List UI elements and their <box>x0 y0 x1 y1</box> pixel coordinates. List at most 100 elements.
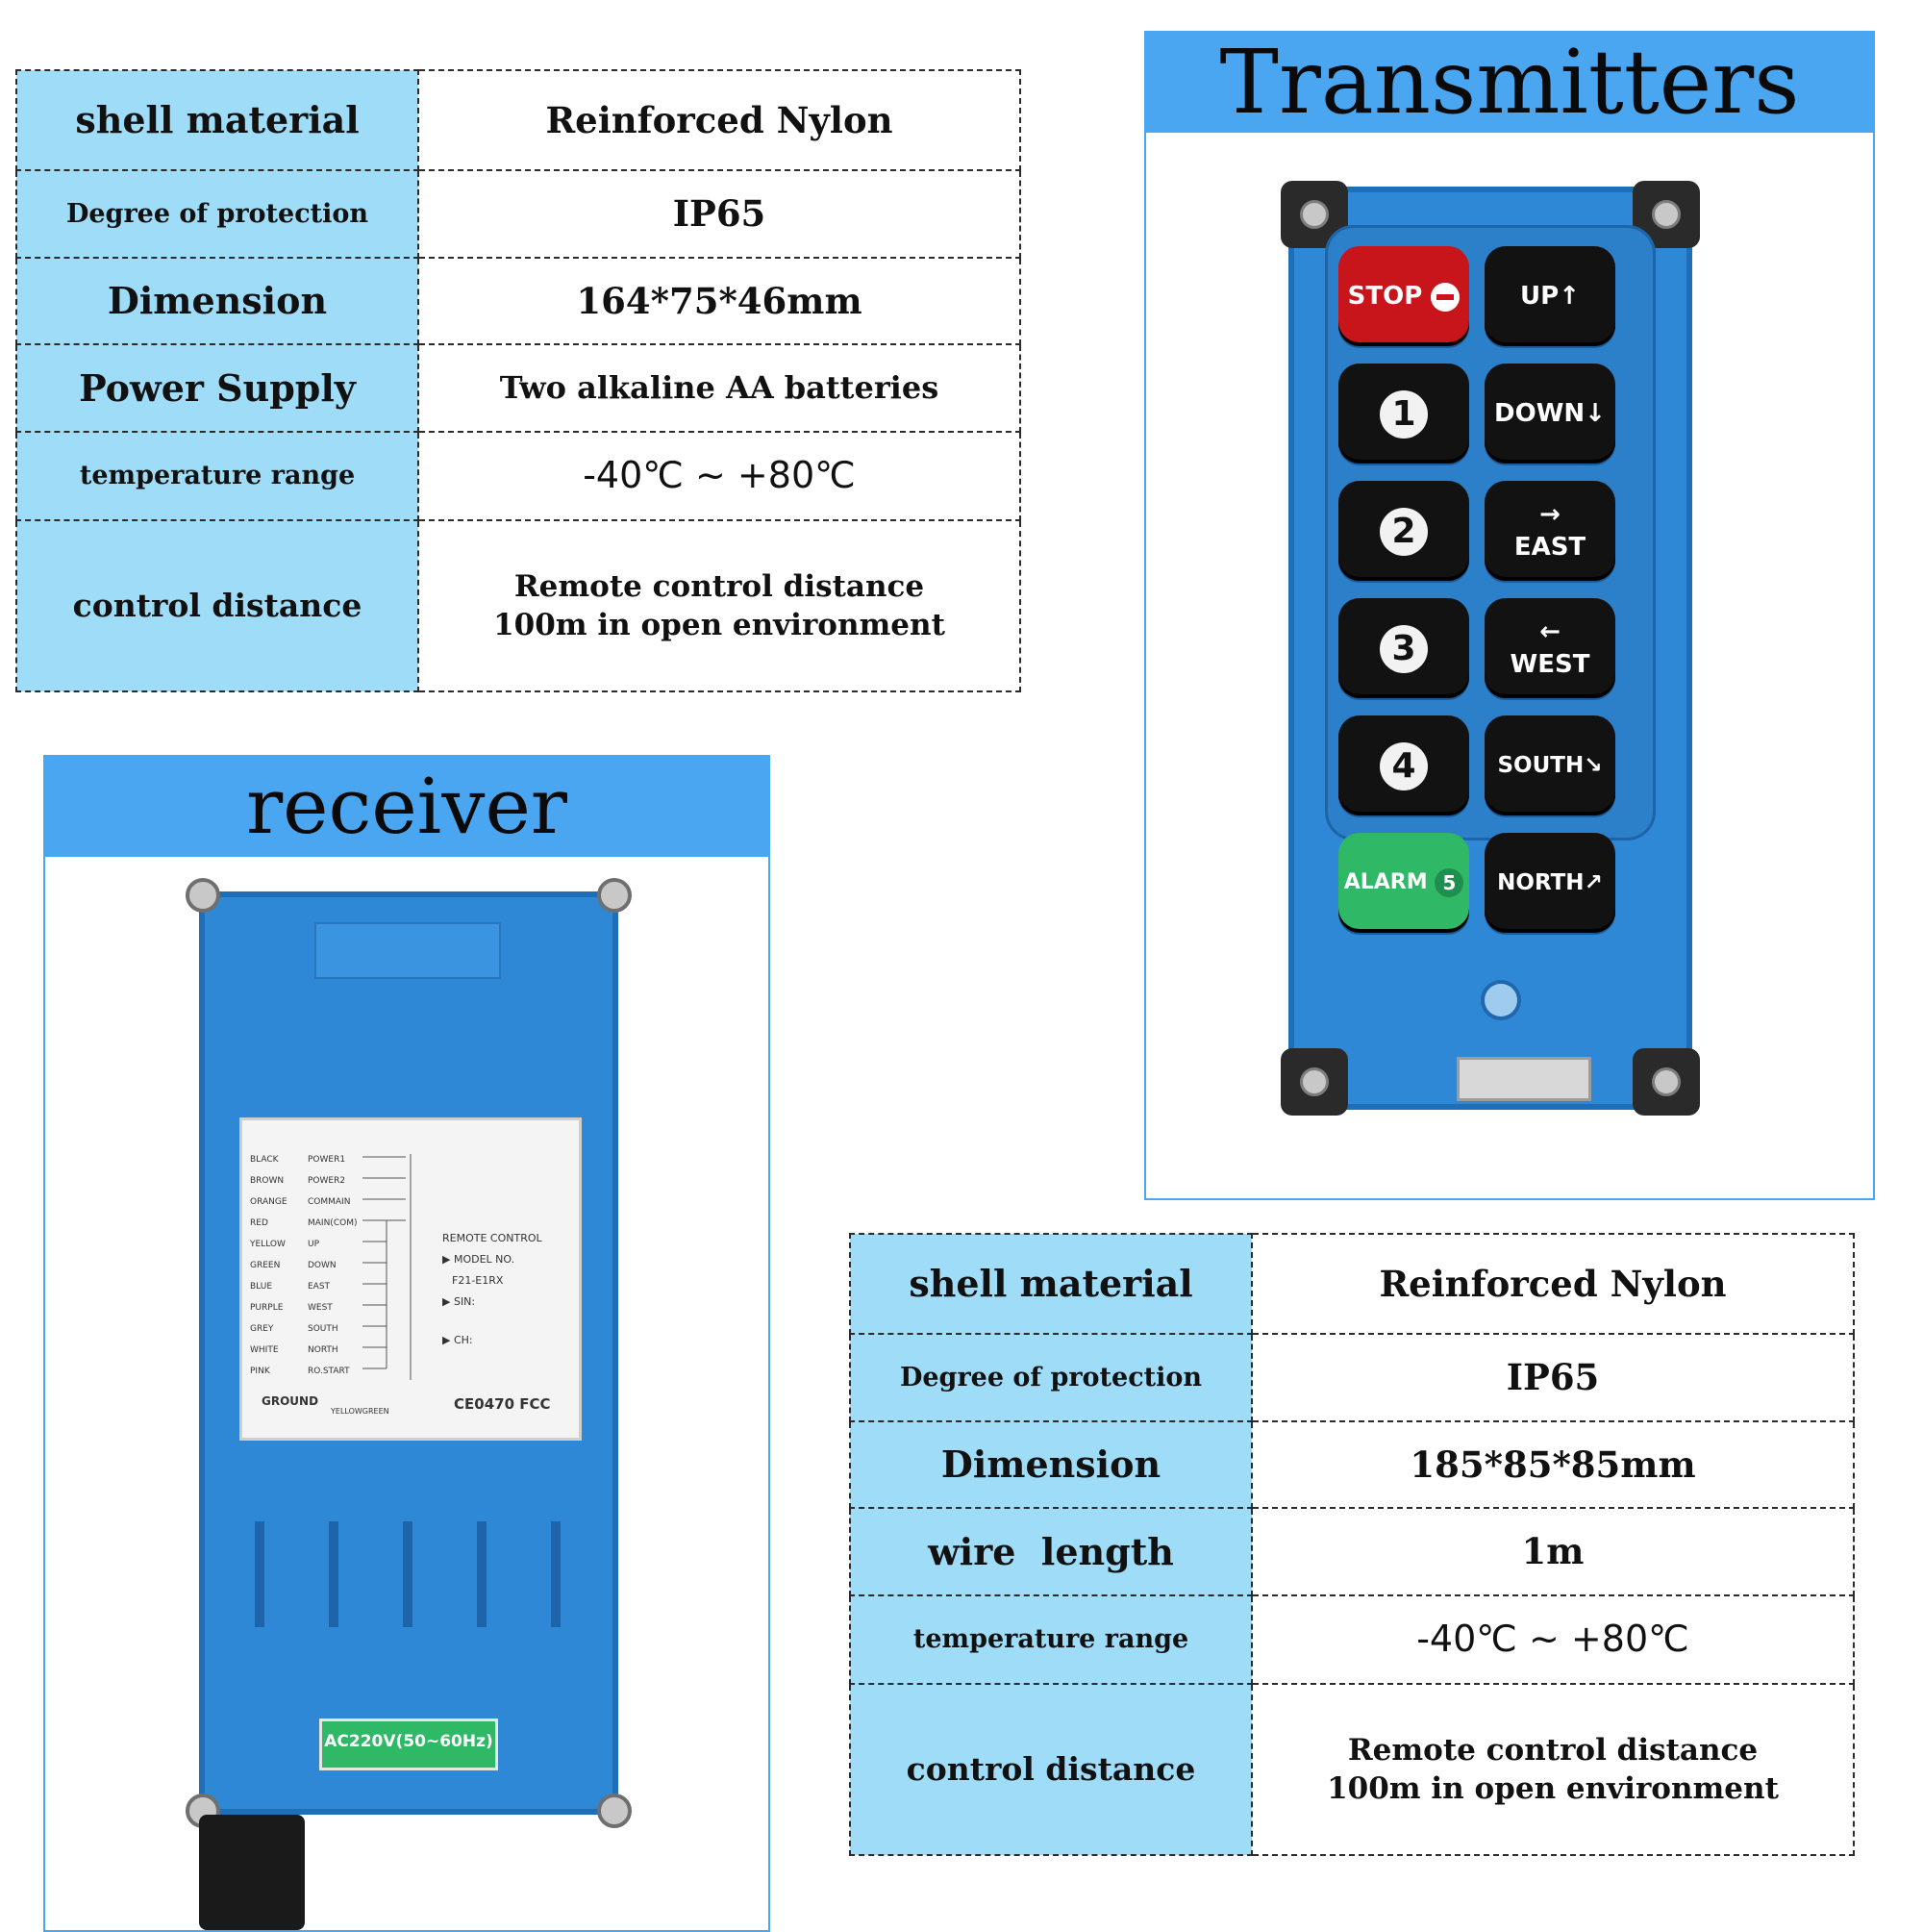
spec-row-shell-material: shell material Reinforced Nylon <box>849 1233 1855 1335</box>
spec-value: Remote control distance 100m in open env… <box>1251 1683 1855 1856</box>
wire-function-list: POWER1 POWER2 COMMAIN MAIN(COM) UP DOWN … <box>308 1149 357 1382</box>
spec-key: wire length <box>849 1507 1253 1596</box>
wire-color: GREY <box>250 1324 274 1334</box>
arrow-left-icon: ← <box>1539 617 1561 646</box>
remote-title: REMOTE CONTROL <box>442 1232 542 1244</box>
transmitter-spec-table: shell material Reinforced Nylon Degree o… <box>15 69 1021 692</box>
south-key-label: SOUTH <box>1497 753 1585 778</box>
spec-row-temperature: temperature range -40℃ ~ +80℃ <box>849 1594 1855 1685</box>
wire-color: BROWN <box>250 1176 285 1186</box>
distance-line-2: 100m in open environment <box>1327 1771 1779 1806</box>
screw-icon <box>597 1794 632 1828</box>
wire-function: EAST <box>308 1282 331 1292</box>
arrow-up-right-icon: ↗ <box>1584 870 1603 895</box>
model-label: ▶ MODEL NO. <box>442 1253 515 1266</box>
indicator-led <box>1481 980 1521 1020</box>
alarm-key: ALARM 5 <box>1338 833 1469 933</box>
spec-key: control distance <box>849 1683 1253 1856</box>
stop-key-label: STOP <box>1347 282 1423 311</box>
spec-value: 164*75*46mm <box>417 257 1021 345</box>
minus-icon <box>1431 282 1461 312</box>
spec-row-control-distance: control distance Remote control distance… <box>15 519 1021 692</box>
wiring-label: BLACK BROWN ORANGE RED YELLOW GREEN BLUE… <box>239 1117 582 1441</box>
top-slot <box>314 922 501 979</box>
wire-color: GREEN <box>250 1261 281 1270</box>
north-key-label: NORTH <box>1497 870 1585 895</box>
corner-bumper <box>1281 1048 1348 1116</box>
spec-key: shell material <box>15 69 419 171</box>
receiver-box-image: BLACK BROWN ORANGE RED YELLOW GREEN BLUE… <box>186 878 632 1828</box>
down-key-label: DOWN <box>1494 399 1586 428</box>
spec-key: Degree of protection <box>15 169 419 259</box>
wire-function: MAIN(COM) <box>308 1218 358 1228</box>
spec-value: Remote control distance 100m in open env… <box>417 519 1021 692</box>
distance-line-1: Remote control distance <box>1347 1732 1759 1768</box>
wire-function: SOUTH <box>308 1324 338 1334</box>
wire-function: POWER1 <box>308 1155 346 1165</box>
spec-value: 1m <box>1251 1507 1855 1596</box>
spec-key: temperature range <box>849 1594 1253 1685</box>
key-3: 3 <box>1338 598 1469 698</box>
corner-bumper <box>1633 1048 1700 1116</box>
wire-function: DOWN <box>308 1261 337 1270</box>
antenna-plate <box>1457 1057 1591 1101</box>
receiver-spec-table: shell material Reinforced Nylon Degree o… <box>849 1233 1855 1856</box>
east-key: → EAST <box>1485 481 1615 581</box>
case-rib <box>255 1521 264 1627</box>
west-key: ← WEST <box>1485 598 1615 698</box>
down-key: DOWN↓ <box>1485 364 1615 464</box>
wire-color: WHITE <box>250 1345 279 1355</box>
screw-icon <box>597 878 632 913</box>
screw-icon <box>186 878 220 913</box>
receiver-panel: receiver BLACK BROWN ORANGE RED YELLOW G… <box>43 755 770 1932</box>
arrow-down-right-icon: ↘ <box>1584 753 1603 778</box>
arrow-down-icon: ↓ <box>1585 399 1606 428</box>
wire-function: RO.START <box>308 1367 350 1376</box>
arrow-right-icon: → <box>1539 500 1561 529</box>
remote-info: REMOTE CONTROL ▶ MODEL NO. F21-E1RX ▶ SI… <box>442 1228 542 1351</box>
key-3-label: 3 <box>1380 624 1428 673</box>
wire-function: UP <box>308 1240 320 1249</box>
wire-color-list: BLACK BROWN ORANGE RED YELLOW GREEN BLUE… <box>250 1149 287 1382</box>
case-rib <box>329 1521 338 1627</box>
ch-label: ▶ CH: <box>442 1334 473 1346</box>
spec-value: 185*85*85mm <box>1251 1420 1855 1509</box>
wire-color: ORANGE <box>250 1197 287 1207</box>
yellowgreen-label: YELLOWGREEN <box>331 1407 389 1416</box>
stop-key: STOP <box>1338 246 1469 346</box>
spec-value: -40℃ ~ +80℃ <box>417 431 1021 521</box>
spec-row-wire-length: wire length 1m <box>849 1507 1855 1596</box>
distance-line-1: Remote control distance <box>513 568 925 604</box>
sin-label: ▶ SIN: <box>442 1295 476 1308</box>
wire-function: WEST <box>308 1303 333 1313</box>
wiring-diagram-icon <box>362 1154 412 1380</box>
key-4: 4 <box>1338 715 1469 815</box>
wire-color: PURPLE <box>250 1303 284 1313</box>
spec-row-protection: Degree of protection IP65 <box>849 1333 1855 1422</box>
wire-function: COMMAIN <box>308 1197 351 1207</box>
certification: CE0470 FCC <box>454 1395 551 1413</box>
spec-value: Reinforced Nylon <box>417 69 1021 171</box>
key-1: 1 <box>1338 364 1469 464</box>
west-key-label: WEST <box>1510 650 1590 679</box>
spec-value: -40℃ ~ +80℃ <box>1251 1594 1855 1685</box>
receiver-title: receiver <box>45 757 768 857</box>
key-5-label: 5 <box>1435 868 1464 897</box>
case-rib <box>551 1521 561 1627</box>
spec-key: control distance <box>15 519 419 692</box>
voltage-label: AC220V(50~60Hz) <box>319 1719 498 1770</box>
model-value: F21-E1RX <box>452 1274 504 1287</box>
corner-bumper <box>1281 181 1348 248</box>
wire-color: YELLOW <box>250 1240 286 1249</box>
key-2-label: 2 <box>1380 507 1428 556</box>
screw-icon <box>1300 1067 1329 1096</box>
wire-color: PINK <box>250 1367 270 1376</box>
east-key-label: EAST <box>1513 533 1586 562</box>
wire-color: BLUE <box>250 1282 273 1292</box>
key-1-label: 1 <box>1380 389 1428 439</box>
wire-function: POWER2 <box>308 1176 346 1186</box>
wire-color: BLACK <box>250 1155 279 1165</box>
arrow-up-icon: ↑ <box>1559 282 1580 311</box>
ground-label: GROUND <box>262 1394 319 1408</box>
transmitter-panel: Transmitters STOP UP↑ 1 DOWN↓ 2 → EAST 3 <box>1144 31 1875 1200</box>
